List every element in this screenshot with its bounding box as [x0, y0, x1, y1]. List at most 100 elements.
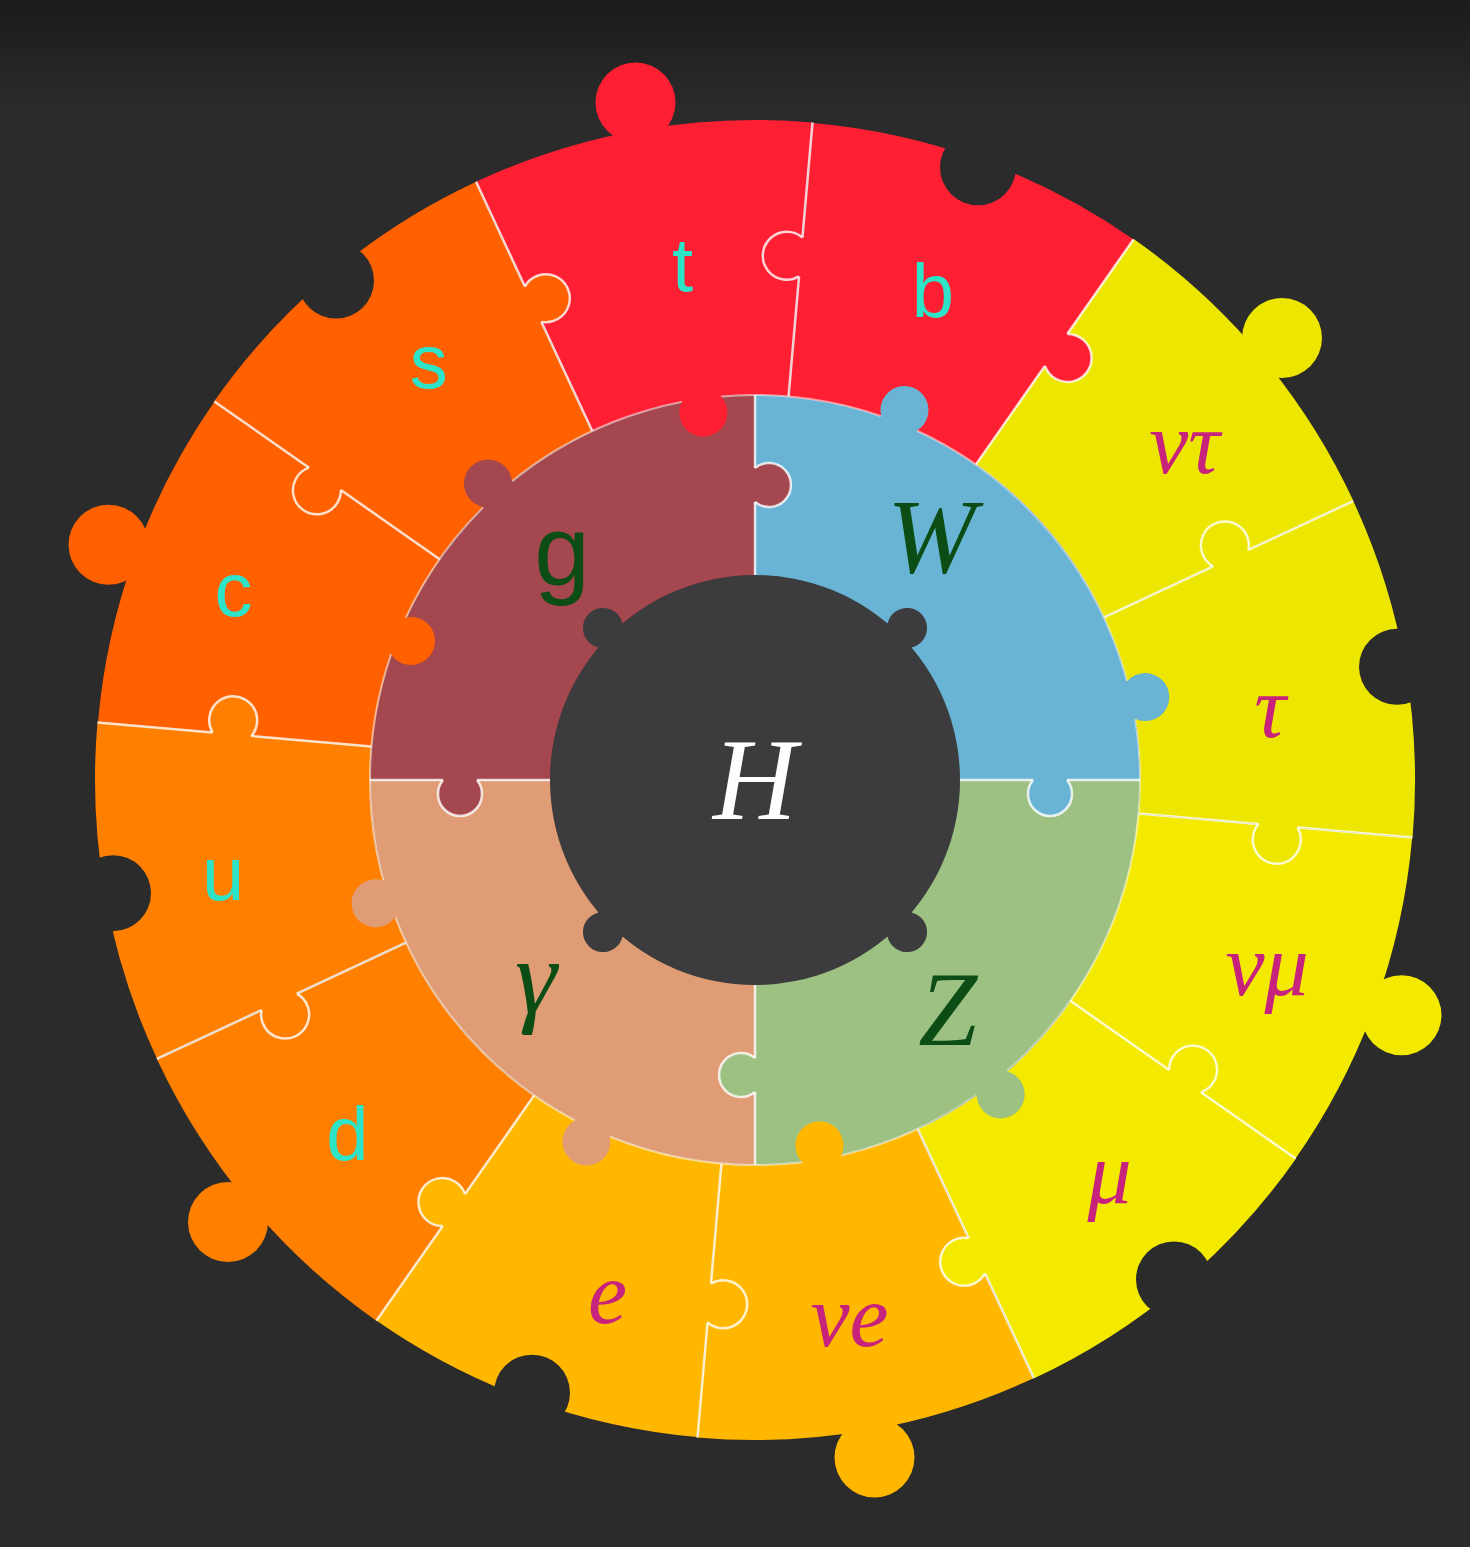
particle-symbol: ντ: [1149, 400, 1220, 488]
particle-symbol: b: [912, 253, 954, 329]
puzzle-notch: [75, 855, 151, 931]
puzzle-tab: [438, 778, 482, 816]
puzzle-notch: [940, 129, 1016, 205]
puzzle-tab: [409, 1169, 469, 1231]
puzzle-tab: [1251, 822, 1302, 866]
higgs-piece: H: [548, 573, 962, 987]
puzzle-tab: [972, 1067, 1034, 1128]
puzzle-tab: [554, 1117, 614, 1174]
tab-fill: [438, 778, 482, 816]
tab-fill: [1028, 778, 1072, 816]
piece-fill: [95, 722, 406, 1058]
tab-fill: [705, 1279, 749, 1330]
tab-fill: [345, 876, 398, 934]
higgs-tab: [575, 909, 626, 960]
tab-seam: [523, 266, 578, 326]
puzzle-tab: [1125, 669, 1174, 724]
piece-seam: [697, 1164, 721, 1438]
particle-symbol: W: [887, 484, 975, 590]
tab-seam: [1193, 514, 1253, 569]
puzzle-tab: [876, 379, 935, 434]
puzzle-tab: [1041, 329, 1101, 391]
particle-symbol: e: [588, 1250, 627, 1338]
symbol-holder: s: [410, 324, 448, 400]
puzzle-knob: [1362, 975, 1442, 1055]
puzzle-knob: [835, 1418, 915, 1498]
tab-fill: [932, 1233, 989, 1293]
puzzle-tab: [761, 230, 805, 281]
particle-symbol: Z: [918, 957, 977, 1063]
symbol-holder: Z: [918, 957, 977, 1063]
particle-symbol: d: [326, 1096, 368, 1172]
tab-fill: [454, 450, 516, 512]
particle-symbol: u: [202, 836, 244, 912]
lepton-piece: νe: [694, 1126, 1036, 1443]
puzzle-tab: [283, 463, 345, 523]
edge-notches: [75, 129, 1435, 1430]
piece-seam: [376, 1095, 534, 1320]
puzzle-tab: [208, 694, 259, 738]
tab-fill: [257, 990, 317, 1047]
tab-fill: [761, 230, 805, 281]
tab-fill: [409, 1169, 469, 1231]
tab-seam: [1165, 1036, 1226, 1095]
puzzle-tab: [387, 613, 442, 672]
symbol-holder: e: [588, 1250, 627, 1338]
piece-seam: [960, 779, 1140, 782]
piece-seam: [1070, 1001, 1295, 1159]
tab-fill: [719, 1053, 757, 1097]
particle-symbol: t: [672, 227, 693, 303]
symbol-holder: γ: [515, 924, 557, 1030]
symbol-holder: g: [534, 500, 590, 600]
symbol-holder: b: [912, 253, 954, 329]
tab-seam: [1251, 824, 1302, 866]
separators: [98, 123, 1413, 1438]
tab-fill: [1125, 669, 1174, 724]
tab-fill: [1164, 1036, 1226, 1096]
tab-seam: [257, 992, 317, 1047]
tab-fill: [884, 600, 935, 651]
particle-symbol: H: [713, 722, 797, 838]
particle-symbol: νμ: [1225, 922, 1308, 1010]
puzzle-tab: [792, 1118, 846, 1166]
puzzle-tab: [1164, 1036, 1226, 1096]
piece-outline: [92, 719, 409, 1061]
puzzle-knob: [69, 505, 149, 585]
lepton-piece: τ: [1101, 498, 1418, 840]
puzzle-knob: [596, 63, 676, 143]
tab-fill: [972, 1067, 1034, 1128]
piece-seam: [754, 985, 757, 1165]
particle-symbol: s: [410, 324, 448, 400]
tab-seam: [719, 1053, 755, 1097]
piece-seam: [976, 239, 1134, 464]
tab-fill: [1251, 822, 1302, 866]
tab-seam: [932, 1234, 987, 1294]
tab-seam: [1042, 330, 1101, 391]
piece-seam: [789, 123, 813, 397]
piece-seam: [754, 395, 757, 575]
quark-piece: s: [211, 179, 595, 562]
tab-fill: [876, 379, 935, 434]
ring-tabs: [345, 379, 1173, 1174]
puzzle-tab: [705, 1279, 749, 1330]
tab-seam: [1028, 780, 1072, 816]
symbol-holder: μ: [1088, 1130, 1132, 1218]
higgs-tab: [575, 600, 626, 651]
tab-seam: [283, 465, 344, 524]
puzzle-knob: [188, 1182, 268, 1262]
puzzle-notch: [1359, 629, 1435, 705]
piece-fill: [1104, 501, 1415, 837]
piece-seam: [370, 779, 550, 782]
particle-symbol: g: [534, 500, 590, 600]
tab-fill: [208, 694, 259, 738]
puzzle-notch: [494, 1355, 570, 1431]
side-tabs: [208, 230, 1302, 1330]
piece-fill: [550, 575, 960, 985]
tab-fill: [387, 613, 442, 672]
symbol-holder: H: [713, 722, 797, 838]
puzzle-knob: [1242, 298, 1322, 378]
higgs-tab: [884, 600, 935, 651]
piece-seam: [918, 1129, 1034, 1378]
tab-fill: [1193, 514, 1253, 571]
